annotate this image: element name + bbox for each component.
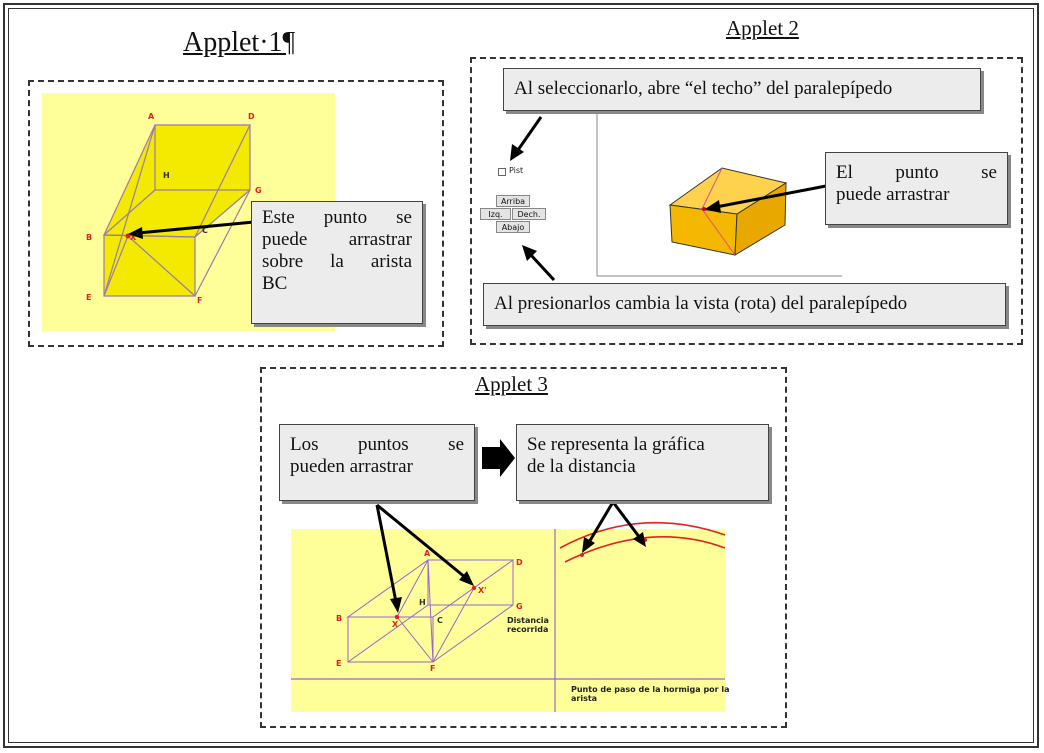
applet1-callout-line: BC <box>262 273 288 294</box>
applet2-callout-bottom: Al presionarlos cambia la vista (rota) d… <box>483 283 1006 326</box>
applet3-callout-right-line: Se representa la gráfica <box>527 434 705 455</box>
applet3-label-f: F <box>430 664 435 673</box>
applet1-panel <box>28 80 444 347</box>
applet1-label-h: H <box>163 171 170 180</box>
applet3-block-arrow <box>482 439 515 477</box>
applet3-label-e: E <box>336 659 341 668</box>
applet2-left-button[interactable]: Izq. <box>480 208 511 220</box>
applet1-label-g: G <box>255 186 262 195</box>
applet1-label-b: B <box>86 233 92 242</box>
applet1-prism-fill <box>104 125 250 296</box>
applet3-draggable-point <box>471 585 477 591</box>
applet1-label-e: E <box>86 293 91 302</box>
applet3-callout-left-line: Los puntos se <box>290 434 464 455</box>
applet1-label-a: A <box>148 112 155 121</box>
applet2-down-button[interactable]: Abajo <box>496 221 530 233</box>
applet3-draggable-point <box>394 614 400 620</box>
applet2-draggable-point <box>702 207 706 211</box>
applet3-axis-label: Punto de paso de la hormiga por la arist… <box>571 685 730 703</box>
applet2-title: Applet 2 <box>726 16 799 40</box>
applet2-callout-right-line: El punto se <box>836 162 997 183</box>
applet1-callout-line: puede arrastrar <box>262 229 412 250</box>
applet3-callout-left: Los puntos se pueden arrastrar <box>279 424 475 501</box>
applet3-label-a: A <box>424 549 431 558</box>
applet1-label-d: D <box>248 112 255 121</box>
applet3-label-g: G <box>516 602 523 611</box>
applet1-callout-line: sobre la arista <box>262 251 412 272</box>
applet1-title: Applet·1¶ <box>183 27 296 58</box>
applet3-label-x2: X' <box>478 586 487 595</box>
applet2-panel <box>470 57 1023 345</box>
applet3-label-h: H <box>419 598 426 607</box>
applet1-label-x: X <box>130 233 137 242</box>
applet3-label-x: X <box>392 620 399 629</box>
applet3-distance-label: Distancia recorrida <box>507 616 549 634</box>
applet2-callout-right-line: puede arrastrar <box>836 184 950 205</box>
applet3-panel <box>260 367 787 728</box>
applet3-label-d: D <box>516 558 523 567</box>
applet1-callout-line: Este punto se <box>262 207 412 228</box>
inner-frame <box>8 8 1034 743</box>
applet3-callout-right-line: de la distancia <box>527 456 636 477</box>
applet3-label-b: B <box>336 614 342 623</box>
applet1-callout: Este punto se puede arrastrar sobre la a… <box>251 201 423 324</box>
applet2-box-side <box>734 182 787 256</box>
applet2-up-button[interactable]: Arriba <box>496 195 530 207</box>
outer-frame <box>3 3 1039 748</box>
applet2-checkbox-label: Pist <box>509 166 524 175</box>
applet2-right-button[interactable]: Dech. <box>512 208 546 220</box>
applet3-callout-right: Se representa la gráfica de la distancia <box>516 424 769 501</box>
applet3-distance-curve <box>559 521 726 549</box>
applet3-front-face <box>347 616 434 663</box>
applet3-label-c: C <box>437 616 443 625</box>
applet3-distance-curve <box>564 536 726 563</box>
applet2-callout-right: El punto se puede arrastrar <box>825 152 1008 225</box>
applet2-callout-top: Al seleccionarlo, abre “el techo” del pa… <box>503 68 981 111</box>
applet1-label-c: C <box>202 226 208 235</box>
applet3-callout-left-line: pueden arrastrar <box>290 456 413 477</box>
applet1-label-f: F <box>197 296 202 305</box>
applet1-arrow-head <box>128 227 143 239</box>
applet3-title: Applet 3 <box>475 372 548 396</box>
applet2-checkbox[interactable] <box>498 168 506 176</box>
applet1-draggable-point <box>125 233 131 239</box>
